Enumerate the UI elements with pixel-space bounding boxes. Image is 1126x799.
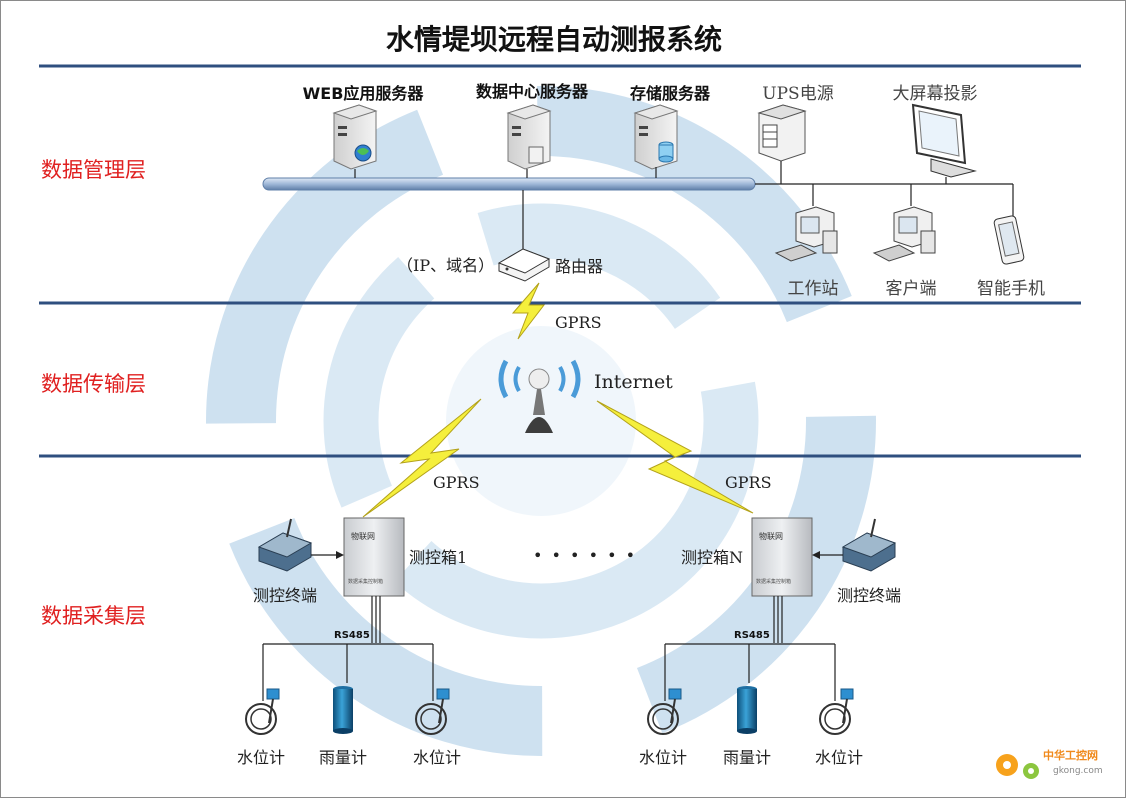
rs485-bus-right (664, 596, 836, 701)
label-screen: 大屏幕投影 (893, 84, 978, 104)
server-icon (506, 104, 552, 170)
ups-icon (757, 104, 807, 162)
gprs-lightning-icon (511, 282, 546, 340)
water-level-sensor-icon (245, 688, 280, 735)
diagram-title: 水情堤坝远程自动测报系统 (386, 23, 722, 56)
gprs-lightning-icon (596, 400, 754, 514)
server-icon (633, 104, 679, 170)
terminal-device-icon (257, 518, 313, 572)
projector-screen-icon (911, 103, 977, 178)
layer-label-management: 数据管理层 (41, 158, 146, 182)
water-level-sensor-icon (415, 688, 450, 735)
rain-gauge-icon (737, 686, 757, 734)
watermark-brand: 中华工控网 (1043, 748, 1098, 762)
workstation-icon (774, 206, 838, 262)
label-router: 路由器 (555, 257, 603, 276)
box-caption-n: 数据采集控制箱 (756, 578, 791, 585)
label-water-level-2: 水位计 (413, 748, 461, 767)
label-rs485-right: RS485 (734, 630, 770, 641)
label-ups: UPS电源 (762, 84, 833, 104)
terminal-device-icon (841, 518, 897, 572)
label-gprs-left: GPRS (433, 473, 480, 492)
label-internet: Internet (594, 371, 673, 393)
label-gprs-right: GPRS (725, 473, 772, 492)
label-water-level-4: 水位计 (815, 748, 863, 767)
label-gprs-top: GPRS (555, 313, 602, 332)
layer-label-transmission: 数据传输层 (41, 372, 146, 396)
box-brand-n: 物联网 (759, 531, 783, 541)
label-datacenter-server: 数据中心服务器 (476, 82, 589, 101)
ellipsis-dots: • • • • • • (533, 546, 637, 565)
label-rain-gauge-2: 雨量计 (723, 748, 771, 767)
rs485-bus-left (262, 596, 434, 701)
label-rain-gauge-1: 雨量计 (319, 748, 367, 767)
label-terminal-left: 测控终端 (253, 586, 317, 605)
watermark-site: gkong.com (1053, 766, 1103, 776)
label-water-level-3: 水位计 (639, 748, 687, 767)
label-client: 客户端 (886, 279, 937, 299)
label-web-server: WEB应用服务器 (303, 84, 425, 103)
router-icon (497, 248, 551, 282)
label-rs485-left: RS485 (334, 630, 370, 641)
network-backbone (262, 177, 756, 191)
smartphone-icon (993, 215, 1025, 265)
gprs-lightning-icon (362, 398, 482, 518)
control-box-1: 物联网 数据采集控制箱 (343, 517, 405, 597)
server-icon (332, 104, 378, 170)
box-caption-1: 数据采集控制箱 (348, 578, 383, 585)
label-router-address: （IP、域名） (397, 256, 494, 275)
label-control-box-1: 测控箱1 (409, 548, 467, 567)
layer-label-collection: 数据采集层 (41, 604, 146, 628)
label-workstation: 工作站 (788, 279, 839, 299)
gkong-watermark: 中华工控网 gkong.com (996, 748, 1103, 779)
control-box-n: 物联网 数据采集控制箱 (751, 517, 813, 597)
label-control-box-n: 测控箱N (681, 548, 743, 567)
label-smartphone: 智能手机 (977, 279, 1045, 299)
wireless-antenna-icon (498, 359, 581, 433)
label-water-level-1: 水位计 (237, 748, 285, 767)
client-pc-icon (872, 206, 936, 262)
box-brand-1: 物联网 (351, 531, 375, 541)
water-level-sensor-icon (647, 688, 682, 735)
water-level-sensor-icon (819, 688, 854, 735)
rain-gauge-icon (333, 686, 353, 734)
label-terminal-right: 测控终端 (837, 586, 901, 605)
label-storage-server: 存储服务器 (630, 84, 711, 103)
